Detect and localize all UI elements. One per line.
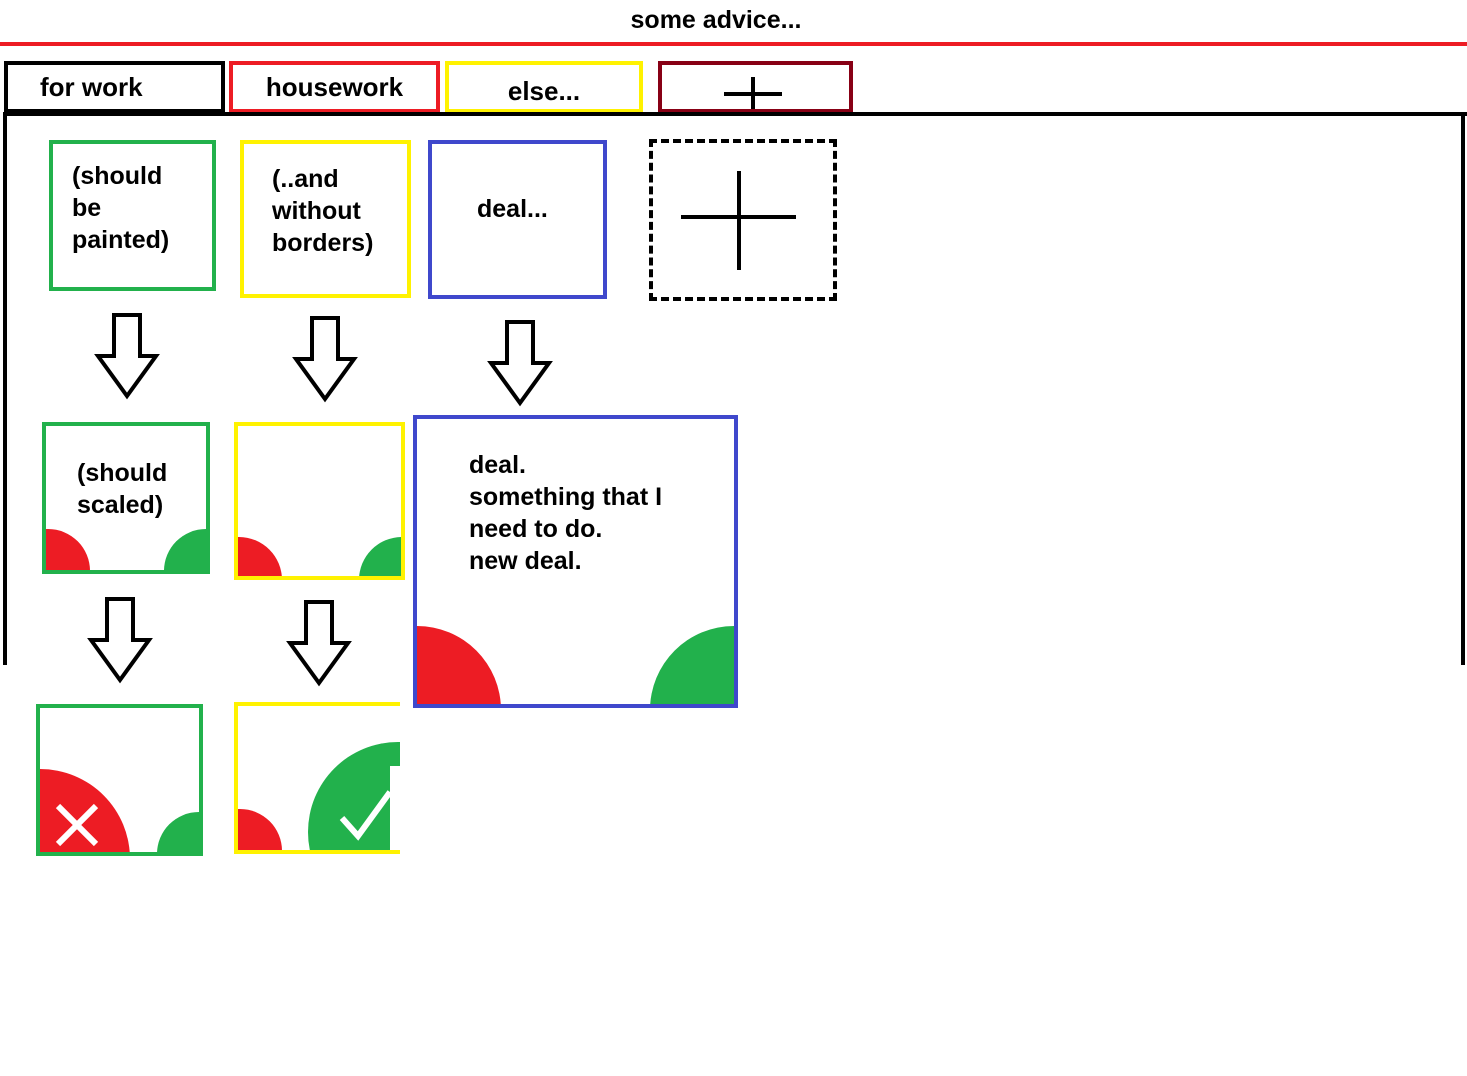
down-arrow-icon xyxy=(487,320,553,407)
deal-card-blue[interactable]: deal... xyxy=(428,140,607,299)
tab-housework[interactable]: housework xyxy=(229,61,440,113)
add-card-button[interactable] xyxy=(649,139,837,301)
delete-action[interactable] xyxy=(417,626,501,704)
tab-for-work[interactable]: for work xyxy=(4,61,225,113)
done-action[interactable] xyxy=(157,812,199,852)
deal-card-green-scaled[interactable]: (should scaled) xyxy=(42,422,210,574)
tab-label: else... xyxy=(507,76,581,106)
card-text: deal. something that I need to do. new d… xyxy=(469,451,663,575)
deal-card-yellow-scaled[interactable] xyxy=(234,422,405,580)
down-arrow-icon xyxy=(286,600,352,687)
card-text: (should scaled) xyxy=(77,459,168,519)
down-arrow-icon xyxy=(94,313,160,400)
delete-action[interactable] xyxy=(238,809,282,850)
tab-label: housework xyxy=(265,72,404,102)
tab-label: for work xyxy=(40,72,143,102)
done-action[interactable] xyxy=(650,626,734,704)
done-action[interactable] xyxy=(359,537,401,576)
header-divider xyxy=(0,42,1467,46)
card-text: (should be painted) xyxy=(72,162,170,254)
panel-border-top xyxy=(3,112,1467,116)
down-arrow-icon xyxy=(87,597,153,684)
delete-action[interactable] xyxy=(238,537,282,576)
panel-border-right xyxy=(1461,112,1465,665)
page-title: some advice... xyxy=(630,6,802,34)
card-text: deal... xyxy=(477,195,548,223)
plus-icon xyxy=(681,171,796,270)
checkmark-icon xyxy=(339,790,393,841)
deal-card-green[interactable]: (should be painted) xyxy=(49,140,216,291)
deal-card-yellow[interactable]: (..and without borders) xyxy=(240,140,411,298)
down-arrow-icon xyxy=(292,316,358,403)
panel-border-left xyxy=(3,112,7,665)
deal-card-blue-large[interactable]: deal. something that I need to do. new d… xyxy=(413,415,738,708)
delete-action[interactable] xyxy=(46,529,90,570)
plus-icon xyxy=(724,77,782,109)
card-clip-edge xyxy=(390,766,400,850)
deal-card-yellow-hover-done[interactable] xyxy=(234,702,400,854)
deal-card-green-hover-delete[interactable] xyxy=(36,704,203,856)
done-action[interactable] xyxy=(164,529,206,570)
tab-else[interactable]: else... xyxy=(445,61,643,113)
add-tab-button[interactable] xyxy=(658,61,853,113)
card-text: (..and without borders) xyxy=(272,165,374,257)
close-icon xyxy=(55,803,99,847)
